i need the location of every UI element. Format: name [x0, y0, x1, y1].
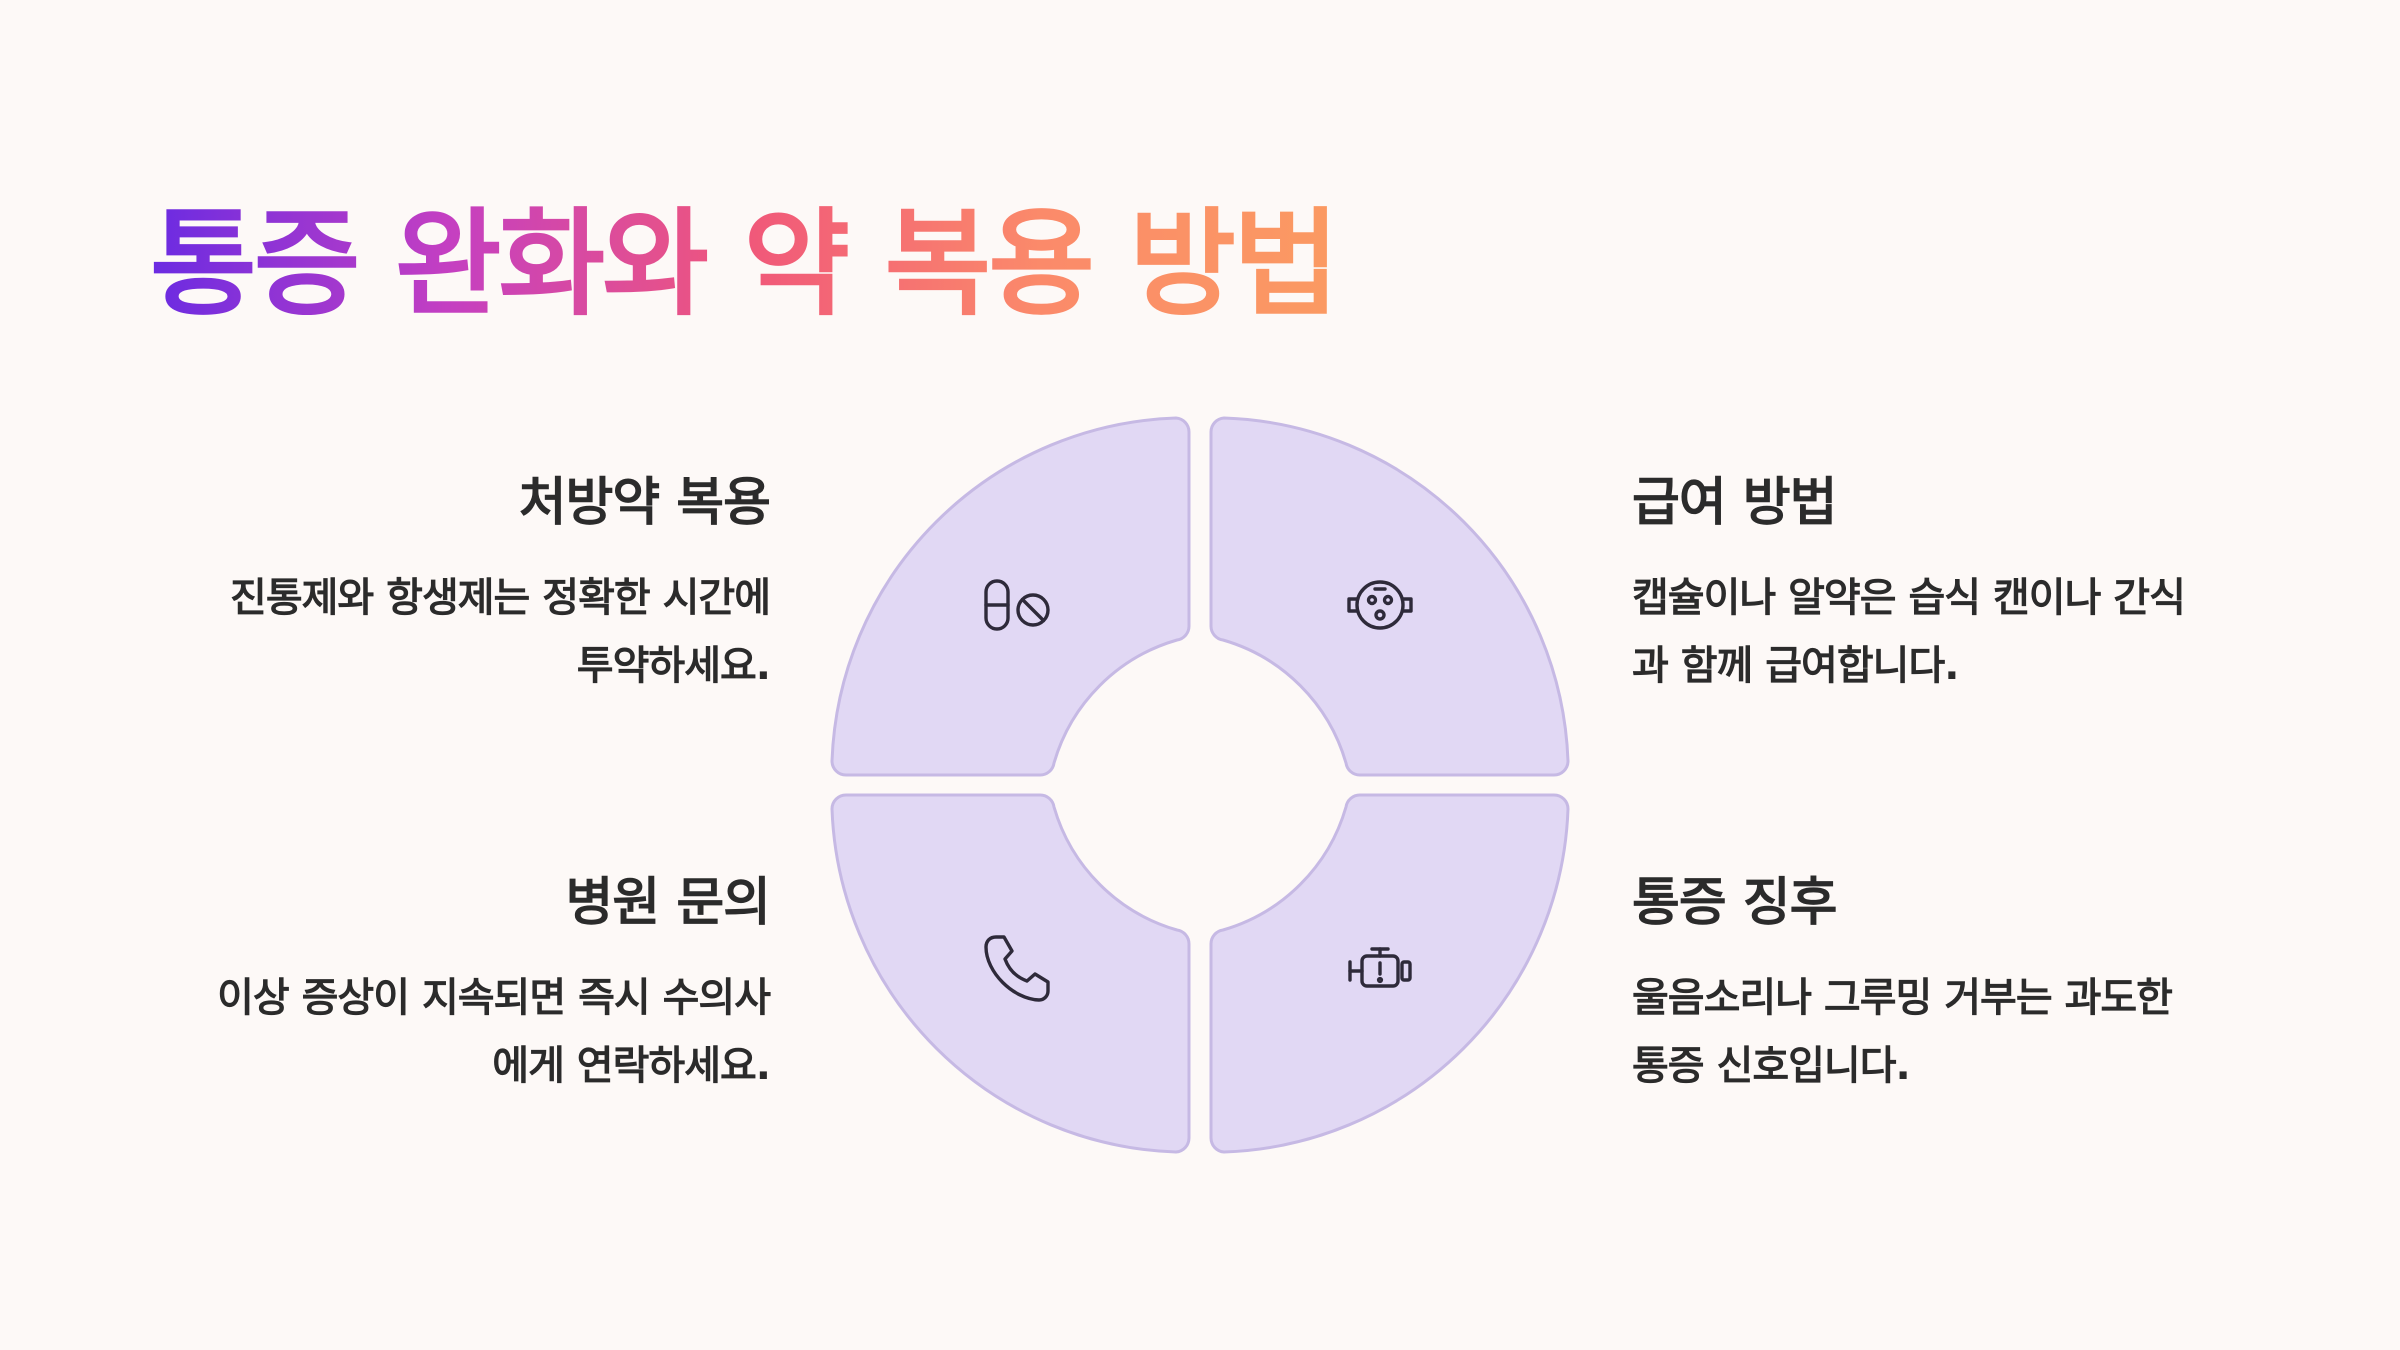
pills-icon	[984, 579, 1050, 631]
page-title: 통증 완화와 약 복용 방법	[150, 190, 1340, 340]
ring-segments	[830, 416, 1570, 1154]
description-line: 진통제와 항생제는 정확한 시간에	[230, 575, 771, 621]
section-top-right: 급여 방법 캡슐이나 알약은 습식 캔이나 간식 과 함께 급여합니다.	[1632, 468, 2252, 700]
section-description: 캡슐이나 알약은 습식 캔이나 간식 과 함께 급여합니다.	[1632, 564, 2252, 700]
section-heading: 병원 문의	[565, 873, 771, 933]
section-description: 이상 증상이 지속되면 즉시 수의사 에게 연락하세요.	[150, 964, 771, 1100]
description-line: 에게 연락하세요.	[492, 1043, 771, 1089]
description-line: 이상 증상이 지속되면 즉시 수의사	[217, 975, 771, 1021]
section-heading: 통증 징후	[1632, 873, 1837, 933]
section-description: 울음소리나 그루밍 거부는 과도한 통증 신호입니다.	[1632, 964, 2252, 1100]
segment-bottom-right	[1209, 793, 1570, 1154]
phone-icon	[984, 935, 1050, 1002]
segment-top-left	[830, 416, 1191, 777]
section-description: 진통제와 항생제는 정확한 시간에 투약하세요.	[150, 564, 771, 700]
description-line: 과 함께 급여합니다.	[1632, 643, 1959, 689]
section-heading: 처방약 복용	[518, 473, 771, 533]
segment-bottom-left	[830, 793, 1191, 1154]
section-top-left: 처방약 복용 진통제와 항생제는 정확한 시간에 투약하세요.	[150, 468, 771, 700]
description-line: 투약하세요.	[576, 643, 771, 689]
alert-engine-icon	[1348, 947, 1412, 988]
section-bottom-right: 통증 징후 울음소리나 그루밍 거부는 과도한 통증 신호입니다.	[1632, 868, 2252, 1100]
section-bottom-left: 병원 문의 이상 증상이 지속되면 즉시 수의사 에게 연락하세요.	[150, 868, 771, 1100]
section-heading: 급여 방법	[1632, 473, 1837, 533]
cat-face-icon	[1347, 580, 1413, 630]
description-line: 캡슐이나 알약은 습식 캔이나 간식	[1632, 575, 2186, 621]
description-line: 울음소리나 그루밍 거부는 과도한	[1632, 975, 2173, 1021]
description-line: 통증 신호입니다.	[1632, 1043, 1911, 1089]
